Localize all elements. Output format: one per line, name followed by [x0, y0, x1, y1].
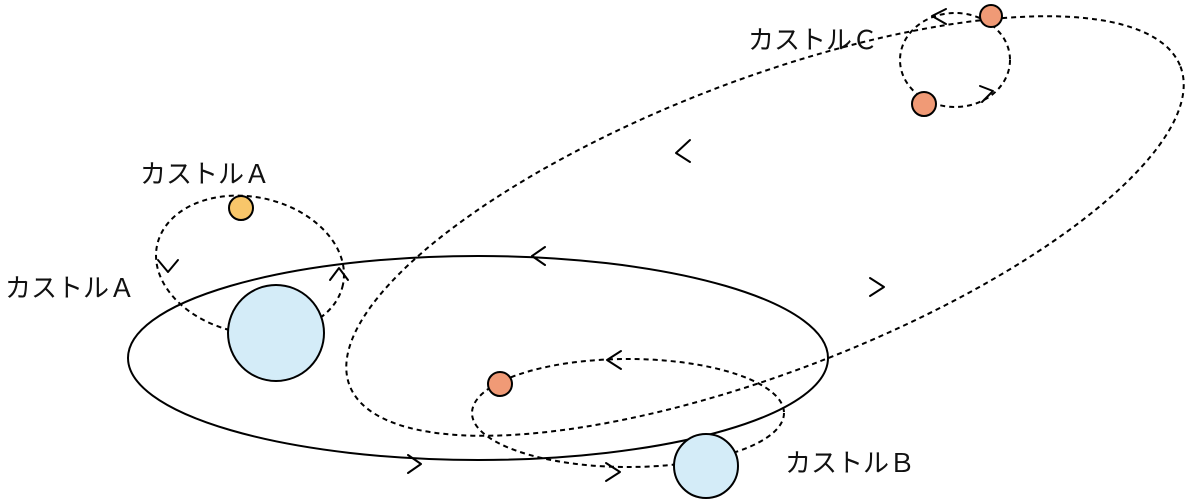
wide-orbit-star: [487, 371, 513, 397]
castle-b-large-body: [673, 433, 739, 499]
arrow-a-right: [329, 267, 349, 281]
arrow-b-bottom: [605, 462, 621, 482]
castle-b-orbit-dashed: [471, 358, 785, 468]
label-castle-b: カストルＢ: [785, 449, 915, 479]
arrow-a-left: [157, 259, 179, 273]
label-castle-c: カストルＣ: [748, 26, 878, 56]
arrow-c-bottom: [979, 85, 994, 103]
castle-c-star-bottom: [911, 91, 937, 117]
main-orbit-ellipse: [127, 255, 829, 461]
castle-c-orbit-dashed: [899, 12, 1011, 108]
arrow-main-bottom: [407, 454, 422, 474]
castle-a-large-body: [227, 284, 325, 382]
castle-a-small-star: [228, 195, 254, 221]
arrow-wide-right: [869, 277, 885, 297]
wide-orbit-dashed: [345, 15, 1185, 437]
label-castle-a-side: カストルＡ: [5, 274, 135, 304]
arrow-main-top: [531, 246, 546, 266]
castle-c-star-top: [979, 4, 1003, 28]
arrow-b-top: [606, 350, 622, 370]
label-castle-a-top: カストルＡ: [140, 160, 270, 190]
arrow-c-top: [931, 8, 947, 25]
arrow-wide-left: [675, 139, 691, 163]
